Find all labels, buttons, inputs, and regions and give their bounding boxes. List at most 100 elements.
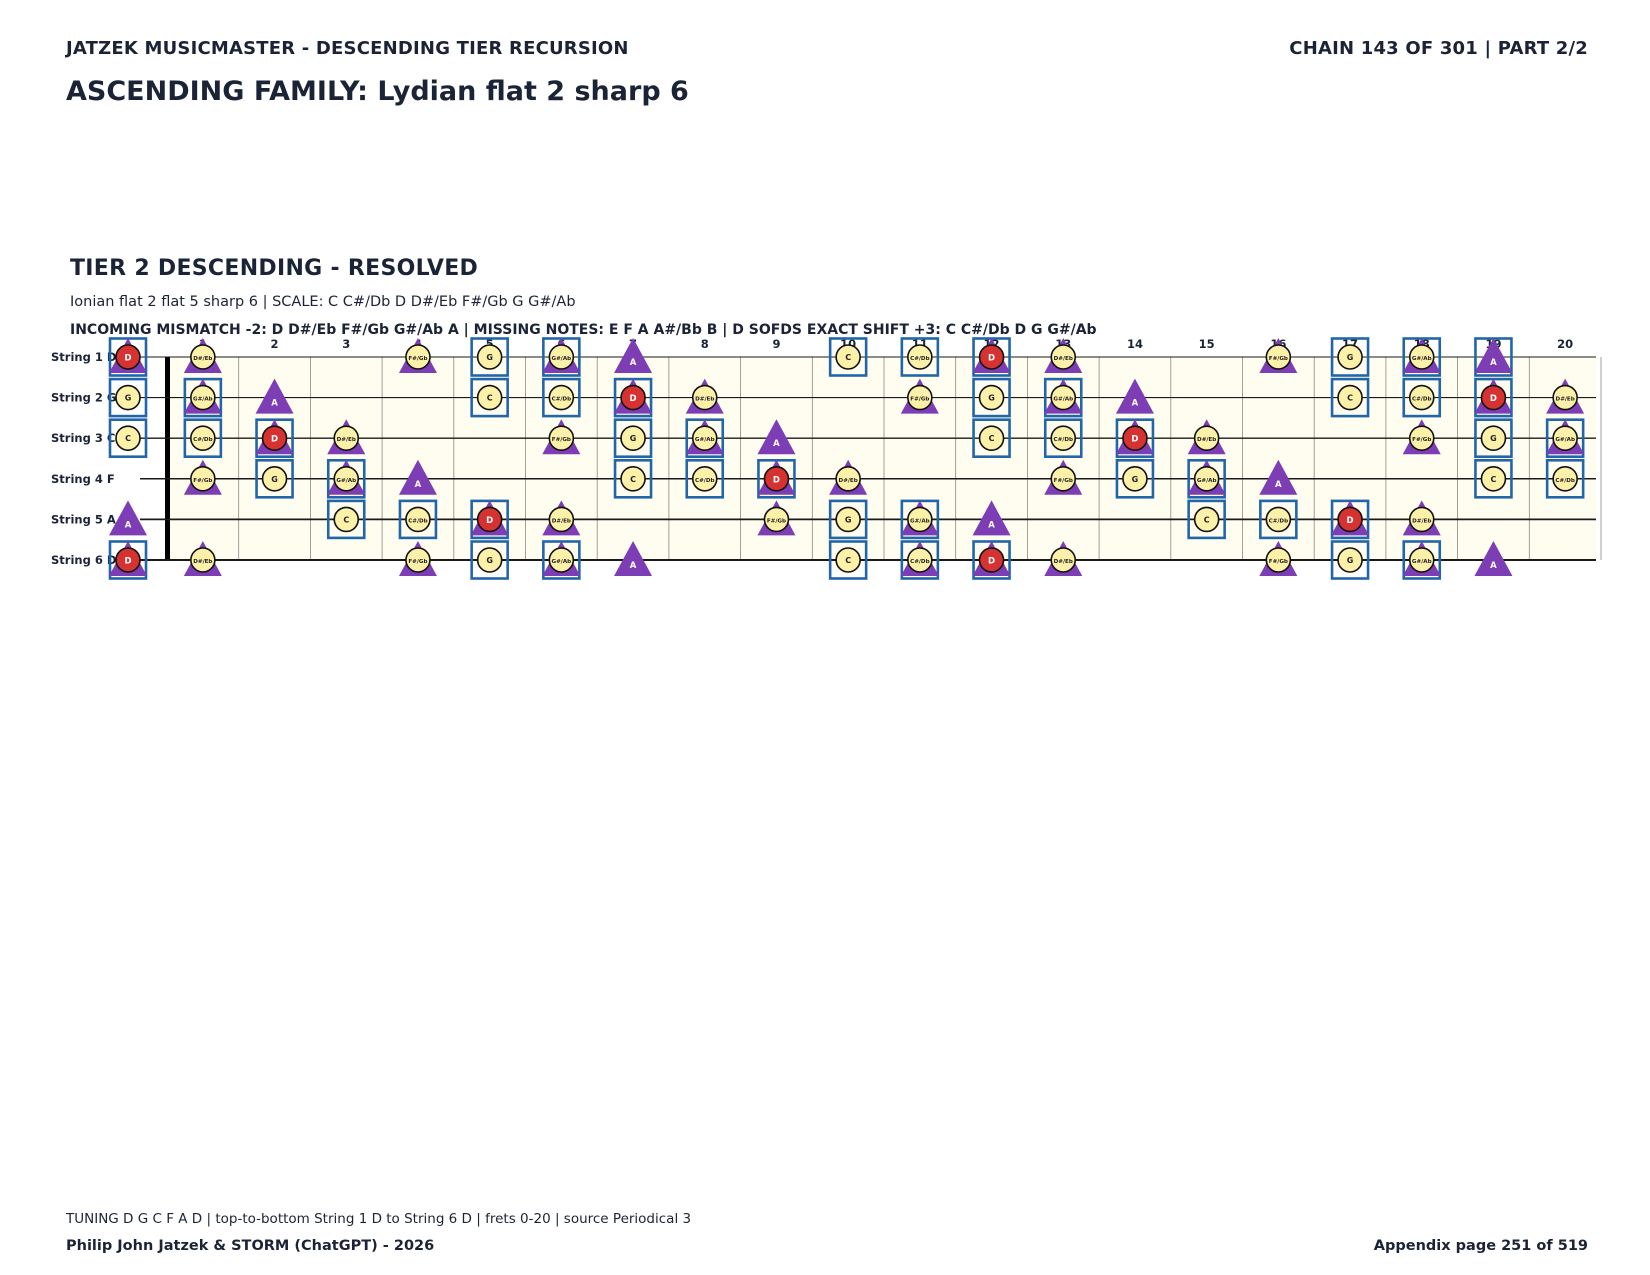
note-label: D#/Eb	[1412, 518, 1431, 524]
note-label: C	[487, 394, 493, 403]
note-label: G#/Ab	[910, 518, 930, 524]
scale-note	[405, 344, 431, 370]
note-box	[398, 499, 438, 540]
interval-triangle	[1474, 541, 1513, 576]
scale-note	[476, 344, 503, 370]
note-label: F#/Gb	[767, 518, 786, 524]
note-label: C#/Db	[193, 437, 212, 443]
note-label: F#/Gb	[193, 478, 212, 484]
note-label: C	[1491, 475, 1497, 484]
scale-note	[405, 506, 431, 533]
scale-note	[1552, 384, 1578, 411]
note-box	[1330, 377, 1370, 418]
note-label: D#/Eb	[552, 518, 571, 524]
scale-note	[190, 465, 216, 492]
page-number: Appendix page 251 of 519	[1373, 1238, 1588, 1254]
scale-note	[1480, 465, 1507, 492]
interval-triangle	[109, 500, 147, 536]
scale-note	[190, 547, 216, 573]
note-label: G#/Ab	[1053, 397, 1073, 403]
note-box	[255, 458, 294, 499]
note-box	[685, 458, 725, 499]
string-label: String 6 D	[51, 553, 116, 567]
note-label: G#/Ab	[1412, 559, 1432, 565]
note-label: F#/Gb	[1269, 356, 1288, 362]
nut	[165, 357, 170, 560]
string-label: String 4 F	[51, 472, 115, 486]
tier-title: TIER 2 DESCENDING - RESOLVED	[70, 256, 479, 281]
interval-triangle	[1115, 378, 1154, 414]
note-box	[972, 418, 1011, 459]
note-label: G	[630, 434, 637, 443]
interval-triangle	[757, 419, 796, 455]
interval-triangle	[398, 459, 437, 495]
note-label: G	[1132, 475, 1139, 484]
note-label: C	[989, 434, 995, 443]
note-label: G	[271, 475, 278, 484]
scale-note	[1050, 384, 1077, 411]
scale-note	[115, 425, 141, 452]
note-box	[900, 337, 940, 377]
note-box	[1043, 418, 1083, 459]
scale-note	[1122, 465, 1148, 492]
scale-note	[1050, 344, 1077, 370]
scale-note	[1050, 547, 1077, 573]
note-label: D	[988, 557, 995, 567]
scale-note	[1337, 547, 1363, 573]
scale-note	[1193, 425, 1220, 452]
note-box	[828, 337, 868, 377]
string-label: String 3 C	[51, 431, 115, 445]
note-label: G	[1347, 353, 1354, 362]
note-label: G	[845, 515, 852, 524]
note-label: G#/Ab	[552, 559, 572, 565]
note-box	[1402, 377, 1442, 418]
note-label: G#/Ab	[1197, 478, 1217, 484]
note-label: D	[1490, 394, 1497, 404]
scale-note	[1480, 425, 1507, 452]
note-label: D#/Eb	[1197, 437, 1216, 443]
fret-number: 20	[1557, 337, 1573, 351]
note-label: D#/Eb	[1054, 559, 1073, 565]
note-box	[1474, 458, 1513, 499]
tuning-note: TUNING D G C F A D | top-to-bottom Strin…	[66, 1211, 692, 1227]
fret-number: 15	[1199, 337, 1215, 351]
note-label: D	[1347, 516, 1354, 526]
root-note	[1337, 506, 1363, 533]
note-box	[1330, 540, 1370, 580]
scale-note	[907, 384, 933, 411]
scale-note	[620, 465, 646, 492]
note-box	[1330, 337, 1370, 377]
note-box	[1545, 458, 1585, 499]
root-note	[115, 547, 141, 573]
triangle-label: A	[415, 480, 422, 490]
note-label: C#/Db	[1269, 518, 1288, 524]
scale-note	[1408, 425, 1435, 452]
triangle-label: A	[1275, 480, 1282, 490]
note-label: F#/Gb	[1054, 478, 1073, 484]
scale-note	[1408, 344, 1435, 370]
triangle-label: A	[630, 561, 637, 571]
scale-note	[1408, 384, 1435, 411]
scale-note	[835, 547, 861, 573]
mismatch-line: INCOMING MISMATCH -2: D D#/Eb F#/Gb G#/A…	[70, 322, 1097, 338]
note-label: D#/Eb	[193, 356, 212, 362]
note-label: G#/Ab	[1555, 437, 1575, 443]
string-label: String 2 G	[51, 391, 116, 405]
note-label: C	[845, 556, 851, 565]
author-credit: Philip John Jatzek & STORM (ChatGPT) - 2…	[66, 1238, 435, 1254]
note-box	[1115, 458, 1155, 499]
note-label: C#/Db	[1054, 437, 1073, 443]
fret-number: 3	[342, 337, 350, 351]
scale-note	[978, 384, 1005, 411]
scale-note	[1050, 465, 1077, 492]
root-note	[115, 344, 141, 370]
note-label: D	[124, 354, 131, 364]
note-label: G#/Ab	[1412, 356, 1432, 362]
note-label: C#/Db	[408, 518, 427, 524]
note-box	[108, 418, 148, 459]
note-label: D	[271, 435, 278, 445]
note-box	[1187, 499, 1226, 540]
scale-note	[115, 384, 141, 411]
triangle-label: A	[1132, 399, 1139, 409]
note-label: G	[125, 394, 132, 403]
